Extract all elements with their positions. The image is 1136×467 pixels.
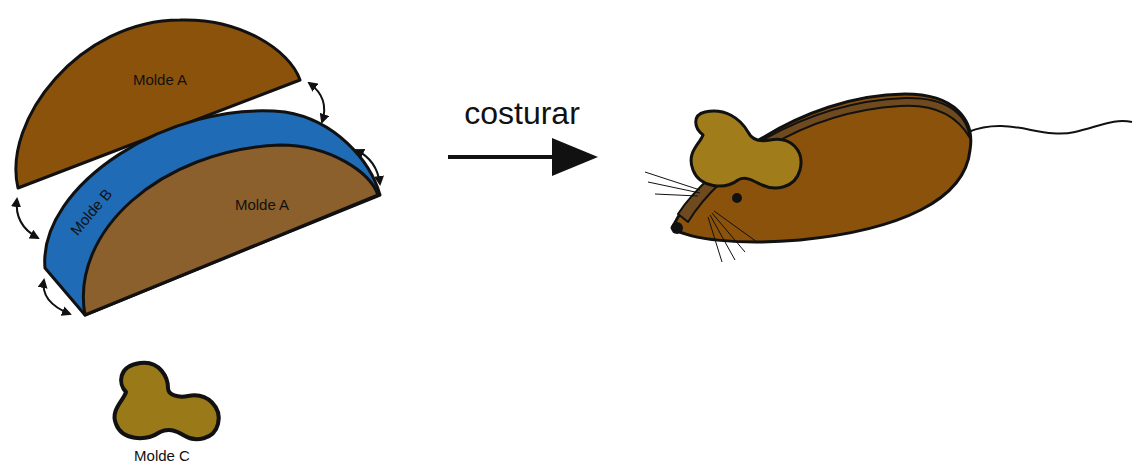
process-arrow (448, 138, 598, 176)
pattern-piece: Molde A (70, 140, 382, 320)
piece-label: Molde A (133, 72, 187, 89)
mouse-figure (645, 94, 1132, 262)
pattern-piece: Molde C (105, 355, 235, 467)
piece-outline (70, 140, 382, 320)
step-label: costurar (464, 96, 580, 131)
piece-label: Molde A (235, 197, 289, 214)
piece-label: Molde C (134, 448, 190, 465)
